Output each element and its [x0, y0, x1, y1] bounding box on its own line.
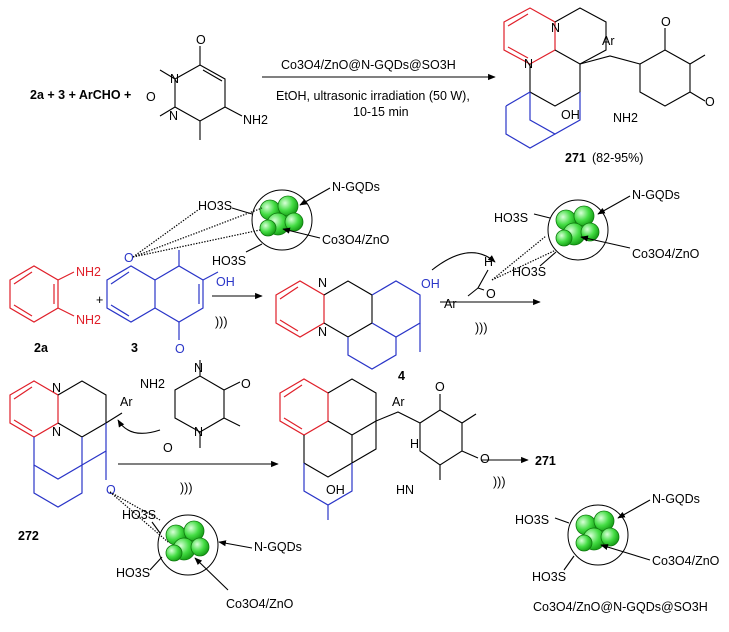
atom-h: H	[484, 255, 493, 269]
uracil-nucleophile: NH2 N N O O	[140, 360, 251, 455]
curly-arrow-2	[117, 419, 161, 434]
atom-nh2-b: NH2	[76, 313, 101, 327]
catalyst-particle-3: N-GQDs Co3O4/ZnO HO3S HO3S	[116, 508, 302, 611]
atom-n-u2: N	[194, 425, 203, 439]
atom-o2: O	[196, 33, 206, 47]
compound-2a: NH2 NH2	[9, 265, 101, 327]
label-2a: 2a	[34, 341, 49, 355]
label-co3o4-1: Co3O4/ZnO	[322, 233, 390, 247]
atom-o-p1: O	[661, 15, 671, 29]
atom-o-ald: O	[486, 287, 496, 301]
atom-nh2: NH2	[243, 113, 268, 127]
atom-o-u1: O	[241, 377, 251, 391]
curly-arrow-1	[431, 252, 496, 271]
reactants-text: 2a + 3 + ArCHO +	[30, 88, 131, 102]
atom-n-p2: N	[551, 21, 560, 35]
aldehyde: H O Ar	[444, 255, 496, 311]
catalyst-text: Co3O4/ZnO@N-GQDs@SO3H	[281, 58, 456, 72]
sono-4: )))	[493, 475, 506, 489]
atom-nh2-p: NH2	[613, 111, 638, 125]
compound-3: O O OH	[106, 250, 235, 356]
atom-oh-3: OH	[216, 275, 235, 289]
legend-full-name: Co3O4/ZnO@N-GQDs@SO3H	[533, 600, 708, 614]
hbond-lines-2	[491, 235, 557, 281]
legend-ngqds: N-GQDs	[652, 492, 700, 506]
atom-o-3a: O	[124, 251, 134, 265]
product-label: 271	[565, 151, 586, 165]
atom-ar: Ar	[602, 34, 615, 48]
top-equation: 2a + 3 + ArCHO + N N O O NH2 Co3O4/ZnO@N…	[30, 7, 715, 165]
label-so3h-1b: HO3S	[212, 254, 246, 268]
atom-o-p2: O	[705, 95, 715, 109]
atom-oh-int: OH	[326, 483, 345, 497]
atom-n272b: N	[52, 425, 61, 439]
atom-n3: N	[169, 109, 178, 123]
catalyst-particle-2: N-GQDs Co3O4/ZnO HO3S HO3S	[494, 188, 700, 279]
atom-n272a: N	[52, 381, 61, 395]
atom-n-u1: N	[194, 361, 203, 375]
atom-ar-int: Ar	[392, 395, 405, 409]
atom-o1: O	[146, 90, 156, 104]
plus-sign: +	[96, 293, 103, 307]
legend-so3h-a: HO3S	[515, 513, 549, 527]
atom-ar-272: Ar	[120, 395, 133, 409]
atom-nh2-a: NH2	[76, 265, 101, 279]
label-so3h-3b: HO3S	[116, 566, 150, 580]
intermediate: Ar OH HN H O O	[279, 378, 490, 520]
atom-o-int1: O	[435, 380, 445, 394]
label-so3h-1a: HO3S	[198, 199, 232, 213]
label-so3h-2a: HO3S	[494, 211, 528, 225]
atom-oh: OH	[561, 108, 580, 122]
conditions-line1: EtOH, ultrasonic irradiation (50 W),	[276, 89, 470, 103]
atom-o-3b: O	[175, 342, 185, 356]
hbond-lines-3	[109, 491, 169, 543]
catalyst-particle-1: N-GQDs Co3O4/ZnO HO3S HO3S	[198, 180, 390, 268]
compound-272: N N Ar O	[9, 380, 133, 508]
atom-h-int: H	[410, 437, 419, 451]
label-272: 272	[18, 529, 39, 543]
sono-2: )))	[475, 321, 488, 335]
label-so3h-3a: HO3S	[122, 508, 156, 522]
atom-o-u2: O	[163, 441, 173, 455]
atom-o-272: O	[106, 483, 116, 497]
atom-n-p1: N	[524, 57, 533, 71]
compound-4: N N OH	[275, 276, 440, 370]
legend-so3h-b: HO3S	[532, 570, 566, 584]
atom-o-int2: O	[480, 452, 490, 466]
conditions-line2: 10-15 min	[353, 105, 409, 119]
label-ngqds-1: N-GQDs	[332, 180, 380, 194]
atom-n4b: N	[318, 325, 327, 339]
label-4: 4	[398, 369, 405, 383]
atom-hn: HN	[396, 483, 414, 497]
sono-3: )))	[180, 481, 193, 495]
label-271-final: 271	[535, 454, 556, 468]
atom-n4a: N	[318, 276, 327, 290]
atom-nh2-u: NH2	[140, 377, 165, 391]
catalyst-legend: N-GQDs Co3O4/ZnO HO3S HO3S Co3O4/ZnO@N-G…	[515, 492, 720, 614]
uracil-reactant: N N O O NH2	[146, 33, 268, 140]
sono-1: )))	[215, 315, 228, 329]
hbond-lines-1	[132, 207, 263, 258]
label-co3o4-2: Co3O4/ZnO	[632, 247, 700, 261]
label-ngqds-3: N-GQDs	[254, 540, 302, 554]
atom-n1: N	[170, 72, 179, 86]
legend-co3o4: Co3O4/ZnO	[652, 554, 720, 568]
atom-oh-4: OH	[421, 277, 440, 291]
label-so3h-2b: HO3S	[512, 265, 546, 279]
product-271-structure: Ar OH NH2 O O N N	[503, 7, 715, 149]
label-ngqds-2: N-GQDs	[632, 188, 680, 202]
product-yield: (82-95%)	[592, 151, 643, 165]
label-co3o4-3: Co3O4/ZnO	[226, 597, 294, 611]
atom-ar-ald: Ar	[444, 297, 457, 311]
label-3: 3	[131, 341, 138, 355]
